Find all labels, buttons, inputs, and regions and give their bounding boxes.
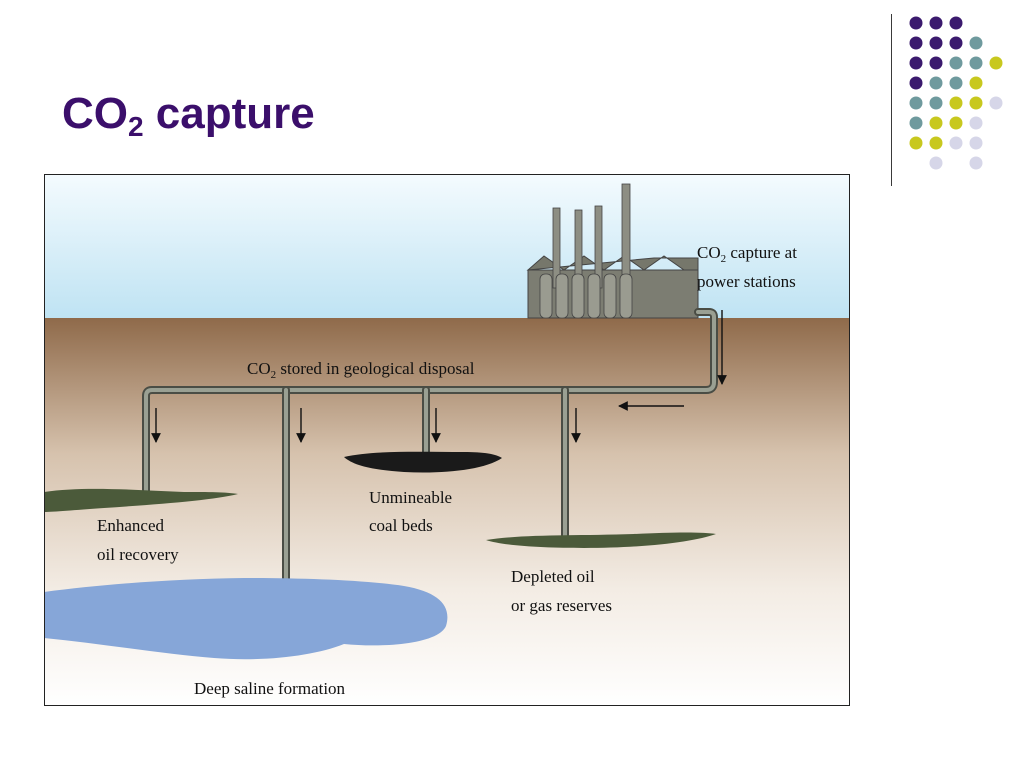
coal-beds-label: Unmineable [369, 488, 452, 507]
figure-border [44, 174, 850, 706]
power-station-icon [526, 183, 699, 319]
depleted-label: Depleted oil [511, 567, 595, 586]
depleted-reservoir [486, 532, 716, 548]
oil-recovery-label-line2: oil recovery [97, 545, 179, 564]
coal-bed [344, 451, 502, 473]
slide-title: CO2 capture [62, 89, 315, 142]
sky [44, 174, 850, 318]
saline-label: Deep saline formation [194, 679, 346, 698]
stored-label: CO2 stored in geological disposal [247, 359, 475, 381]
oil-reservoir [44, 488, 238, 512]
co2-pipeline [142, 308, 718, 584]
coal-beds-label-line2: coal beds [369, 516, 433, 535]
oil-recovery-label: Enhanced [97, 516, 165, 535]
co2-capture-diagram: CO2 capture at power stations CO2 stored… [44, 174, 850, 706]
saline-formation [44, 578, 448, 660]
decorative-dot-grid [909, 16, 1003, 170]
depleted-label-line2: or gas reserves [511, 596, 612, 615]
decorative-divider [891, 14, 892, 186]
capture-label-line2: power stations [697, 272, 796, 291]
flow-arrows [151, 310, 727, 443]
capture-label: CO2 capture at [697, 243, 797, 265]
